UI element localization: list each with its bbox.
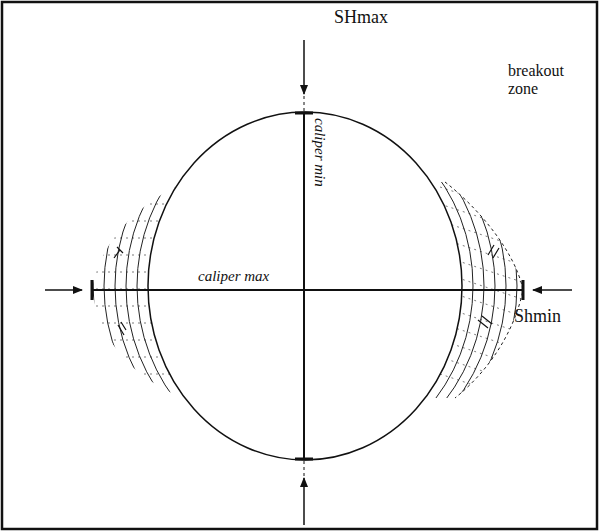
caliper-label: caliper min [311, 118, 328, 187]
caliper-label: caliper max [198, 268, 269, 285]
stress-label: SHmax [334, 8, 388, 28]
stress-label: Shmin [514, 307, 561, 327]
zone-label: breakout zone [508, 62, 578, 97]
